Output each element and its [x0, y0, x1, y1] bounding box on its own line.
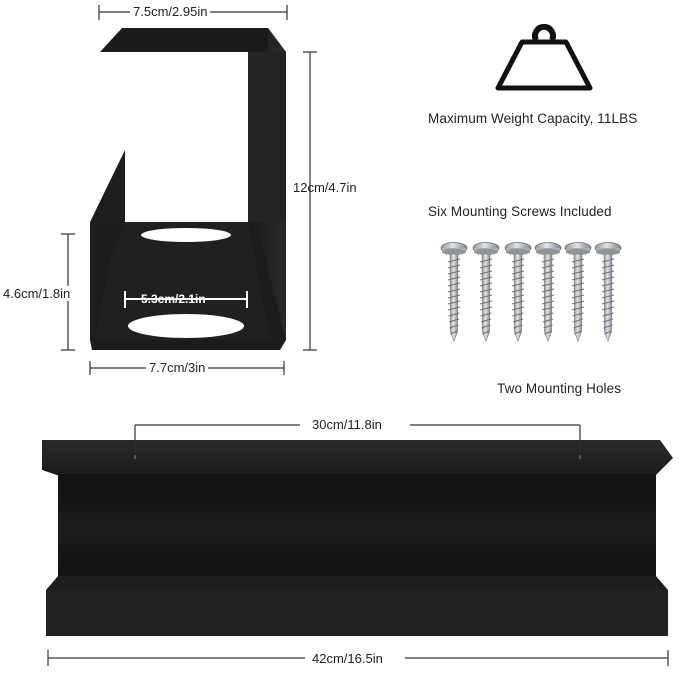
- height-label: 12cm/4.7in: [293, 180, 357, 195]
- front-height-label: 4.6cm/1.8in: [0, 286, 74, 301]
- screw-icon: [504, 242, 532, 342]
- mounting-hole-upper: [141, 228, 231, 242]
- tray-top-lip: [42, 440, 673, 476]
- holes-caption: Two Mounting Holes: [497, 381, 622, 396]
- screw-icon: [534, 242, 562, 342]
- screw-icon: [594, 242, 622, 342]
- bottom-width-label: 7.7cm/3in: [146, 360, 209, 375]
- screw-icon: [472, 242, 500, 342]
- hole-width-label: 5.3cm/2.1in: [141, 292, 206, 306]
- bracket-side-view: [90, 28, 286, 350]
- tray-dimension-lines: [47, 424, 669, 666]
- tray-front-view: [42, 440, 673, 636]
- mounting-hole-lower: [128, 314, 244, 338]
- tray-back-panel: [58, 474, 656, 584]
- screw-icon: [564, 242, 592, 342]
- tray-mounting-hole-left: [134, 455, 136, 459]
- screw-icon: [440, 242, 468, 342]
- weight-capacity-caption: Maximum Weight Capacity, 11LBS: [428, 111, 638, 126]
- tray-mounting-hole-right: [579, 455, 581, 459]
- screws-caption: Six Mounting Screws Included: [428, 204, 612, 219]
- hole-spacing-label: 30cm/11.8in: [312, 417, 382, 432]
- weight-icon: [495, 23, 593, 91]
- hole-dimension-line: [124, 291, 248, 308]
- top-width-label: 7.5cm/2.95in: [130, 4, 211, 19]
- bracket-top-plate: [100, 28, 286, 52]
- total-length-label: 42cm/16.5in: [312, 651, 383, 666]
- screws-group: [440, 242, 622, 342]
